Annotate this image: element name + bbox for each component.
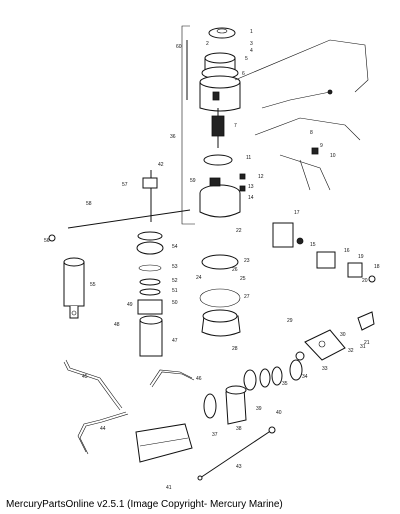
callout-39: 39	[256, 406, 262, 412]
callout-9: 9	[320, 143, 323, 149]
drive-shaft-43	[197, 426, 276, 481]
callout-36: 36	[170, 134, 176, 140]
callout-52: 52	[172, 278, 178, 284]
trim-cylinder	[63, 257, 85, 319]
callout-23: 23	[244, 258, 250, 264]
callout-20: 20	[362, 278, 368, 284]
callout-34: 34	[302, 374, 308, 380]
callout-11: 11	[246, 155, 251, 161]
callout-44: 44	[100, 426, 106, 432]
brush-plate	[199, 154, 241, 218]
motor-armature	[211, 108, 225, 148]
callout-19: 19	[358, 254, 364, 260]
callout-27: 27	[244, 294, 250, 300]
tilt-rod-58	[48, 209, 191, 242]
callout-22: 22	[236, 228, 242, 234]
manifold-33	[304, 311, 375, 361]
callout-30: 30	[340, 332, 346, 338]
callout-47: 47	[172, 338, 178, 344]
callout-38: 38	[236, 426, 242, 432]
callout-40: 40	[276, 410, 282, 416]
callout-numbers: 1 2 3 4 5 6 7 8 9 10 11 12 13 14 15 16 1…	[44, 29, 380, 491]
callout-56: 56	[44, 238, 50, 244]
callout-12: 12	[258, 174, 264, 180]
motor-housing	[199, 75, 241, 112]
hydraulic-tube-45	[63, 359, 123, 411]
callout-3: 3	[250, 41, 253, 47]
callout-2: 2	[206, 41, 209, 47]
callout-1: 1	[250, 29, 253, 35]
wire-harness-upper	[234, 39, 369, 191]
callout-8: 8	[310, 130, 313, 136]
callout-46: 46	[196, 376, 202, 382]
callout-4: 4	[250, 48, 253, 54]
callout-25: 25	[240, 276, 246, 282]
callout-59: 59	[190, 178, 196, 184]
callout-21: 21	[364, 340, 370, 346]
pump-stack	[136, 231, 164, 357]
callout-37: 37	[212, 432, 218, 438]
callout-58: 58	[86, 201, 92, 207]
callout-13: 13	[248, 184, 254, 190]
callout-41: 41	[166, 485, 172, 491]
callout-26: 26	[232, 267, 238, 273]
hydraulic-tube-44	[77, 411, 129, 455]
callout-55: 55	[90, 282, 96, 288]
callout-29: 29	[287, 318, 293, 324]
callout-57: 57	[122, 182, 128, 188]
callout-33: 33	[322, 366, 328, 372]
callout-49: 49	[127, 302, 133, 308]
reservoir-cylinder-38	[203, 385, 247, 425]
callout-31: 31	[360, 344, 366, 350]
callout-5: 5	[245, 56, 248, 62]
callout-50: 50	[172, 300, 178, 306]
callout-54: 54	[172, 244, 178, 250]
callout-60: 60	[176, 44, 182, 50]
callout-7: 7	[234, 123, 237, 129]
callout-17: 17	[294, 210, 300, 216]
callout-42: 42	[158, 162, 164, 168]
callout-53: 53	[172, 264, 178, 270]
callout-35: 35	[282, 381, 288, 387]
callout-14: 14	[248, 195, 254, 201]
callout-28: 28	[232, 346, 238, 352]
callout-45: 45	[82, 374, 88, 380]
callout-24: 24	[196, 275, 202, 281]
o-rings	[243, 351, 305, 391]
exploded-parts-diagram: 1 2 3 4 5 6 7 8 9 10 11 12 13 14 15 16 1…	[44, 25, 380, 491]
callout-51: 51	[172, 288, 178, 294]
motor-end-cap	[201, 27, 239, 80]
valve-body	[199, 254, 241, 337]
callout-18: 18	[374, 264, 380, 270]
solenoid-17	[272, 222, 376, 283]
callout-32: 32	[348, 348, 354, 354]
callout-6: 6	[242, 71, 245, 77]
assembly-bracket-36	[181, 25, 195, 225]
hydraulic-tube-46	[149, 369, 195, 388]
image-caption: MercuryPartsOnline v2.5.1 (Image Copyrig…	[6, 499, 283, 510]
small-fittings-right	[239, 147, 319, 192]
callout-10: 10	[330, 153, 336, 159]
pivot-pin-42	[142, 170, 158, 222]
callout-15: 15	[310, 242, 316, 248]
callout-48: 48	[114, 322, 120, 328]
callout-43: 43	[236, 464, 242, 470]
callout-16: 16	[344, 248, 350, 254]
base-block	[135, 423, 193, 463]
